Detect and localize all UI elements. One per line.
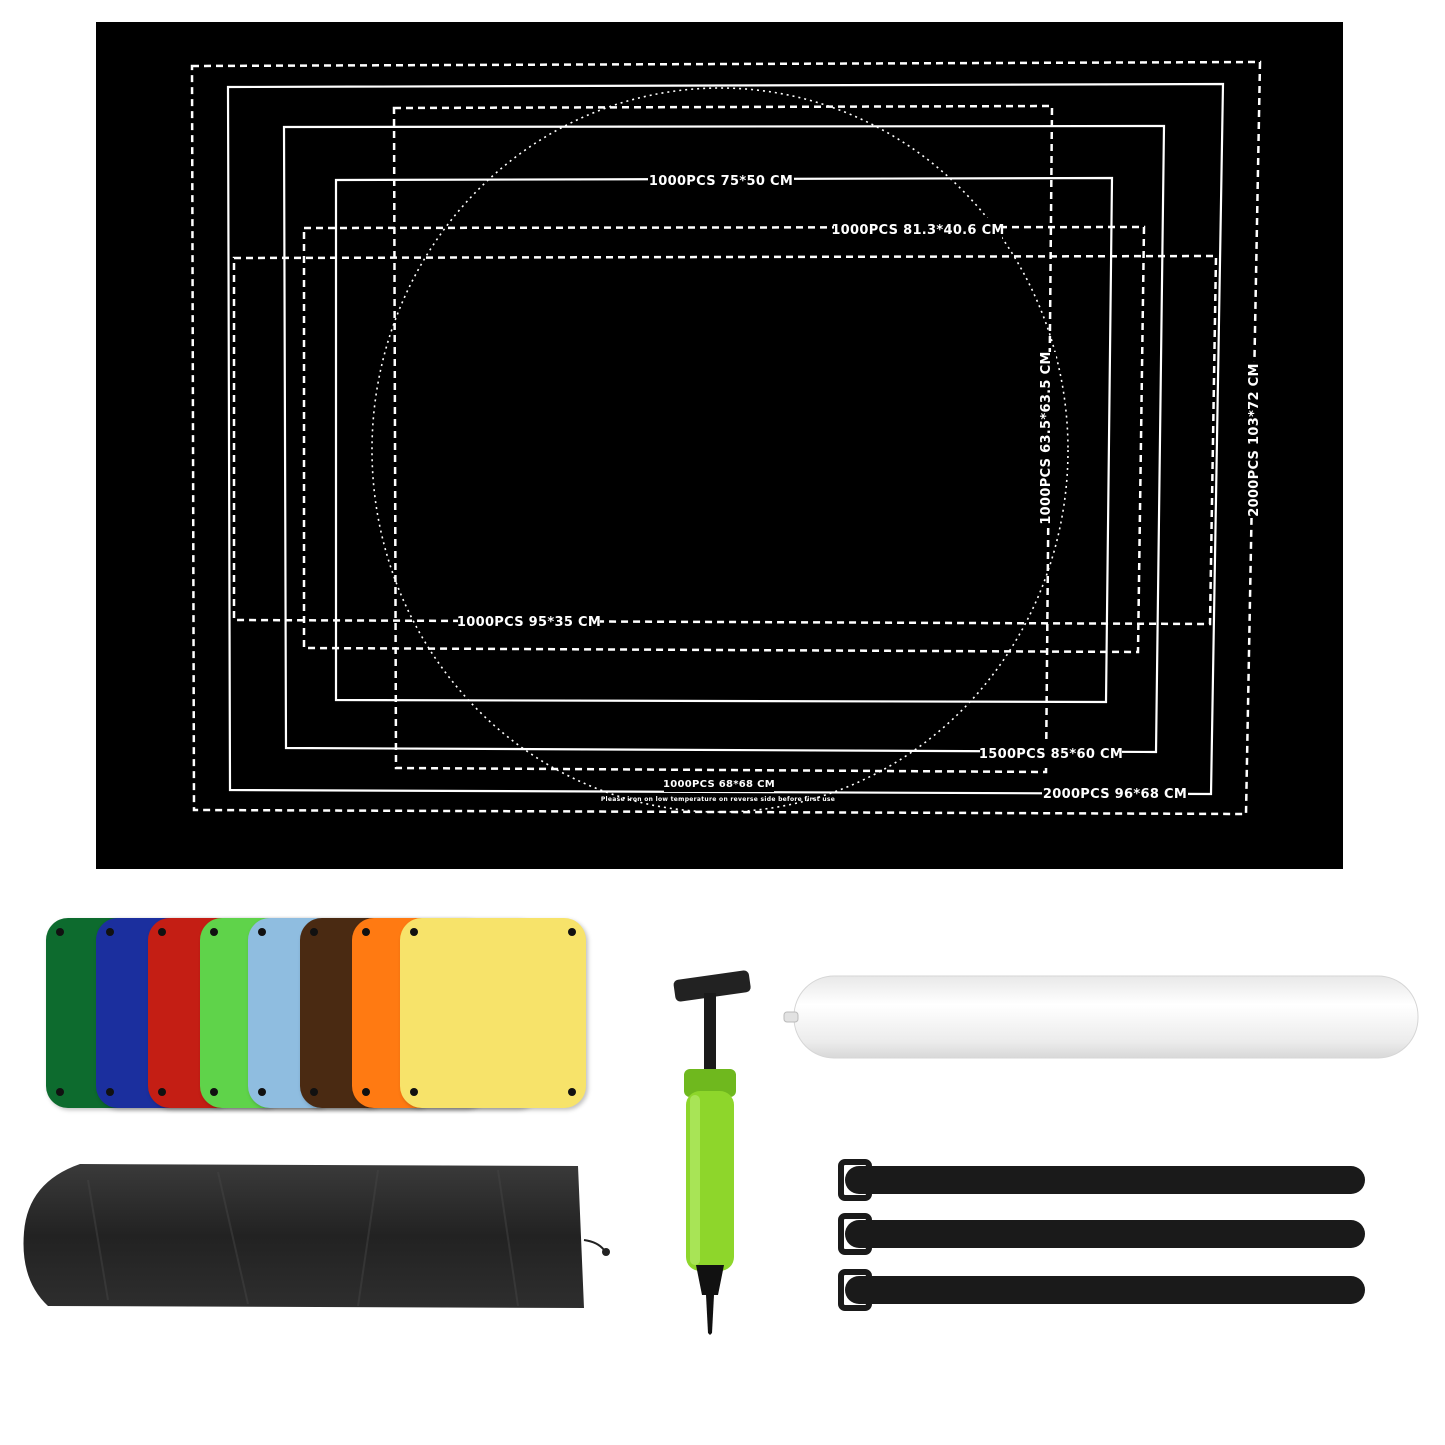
snap-button	[106, 928, 114, 936]
label-63x63: 1000PCS 63.5*63.5 CM	[1039, 351, 1054, 524]
snap-button	[210, 1088, 218, 1096]
strap-set	[835, 1158, 1375, 1318]
care-note: Please iron on low temperature on revers…	[601, 796, 835, 803]
snap-button	[362, 928, 370, 936]
snap-button	[106, 1088, 114, 1096]
strap	[838, 1159, 1365, 1201]
strap	[838, 1269, 1365, 1311]
snap-button	[56, 1088, 64, 1096]
snap-button	[158, 1088, 166, 1096]
outline-63x63	[392, 104, 1054, 774]
storage-bag	[18, 1160, 618, 1320]
snap-button	[410, 928, 418, 936]
outline-75x50	[334, 176, 1114, 704]
mat-guide-lines: 1000PCS 75*50 CM 1000PCS 81.3*40.6 CM 10…	[190, 60, 1264, 816]
inflatable-tube	[780, 968, 1430, 1068]
snap-button	[568, 1088, 576, 1096]
snap-button	[56, 928, 64, 936]
outline-81x40	[302, 225, 1146, 654]
snap-button	[362, 1088, 370, 1096]
snap-button	[568, 928, 576, 936]
snap-button	[410, 1088, 418, 1096]
outline-circle-68x68	[371, 87, 1069, 813]
snap-button	[258, 928, 266, 936]
label-95x35: 1000PCS 95*35 CM	[457, 615, 601, 630]
hand-pump	[660, 965, 770, 1345]
label-68x68: 1000PCS 68*68 CM	[663, 779, 775, 790]
puzzle-mat: 1000PCS 75*50 CM 1000PCS 81.3*40.6 CM 10…	[96, 22, 1343, 869]
outline-85x60	[282, 124, 1166, 754]
label-85x60: 1500PCS 85*60 CM	[979, 747, 1123, 762]
sorter-tray	[400, 918, 586, 1108]
snap-button	[310, 1088, 318, 1096]
label-81x40: 1000PCS 81.3*40.6 CM	[831, 223, 1004, 238]
strap	[838, 1213, 1365, 1255]
snap-button	[210, 928, 218, 936]
snap-button	[310, 928, 318, 936]
label-103x72: 2000PCS 103*72 CM	[1247, 363, 1262, 517]
outline-95x35	[232, 254, 1218, 626]
snap-button	[158, 928, 166, 936]
outline-103x72	[190, 60, 1262, 816]
label-75x50: 1000PCS 75*50 CM	[649, 174, 793, 189]
outline-96x68	[226, 82, 1225, 796]
snap-button	[258, 1088, 266, 1096]
label-96x68: 2000PCS 96*68 CM	[1043, 787, 1187, 802]
sorting-trays	[40, 912, 600, 1122]
